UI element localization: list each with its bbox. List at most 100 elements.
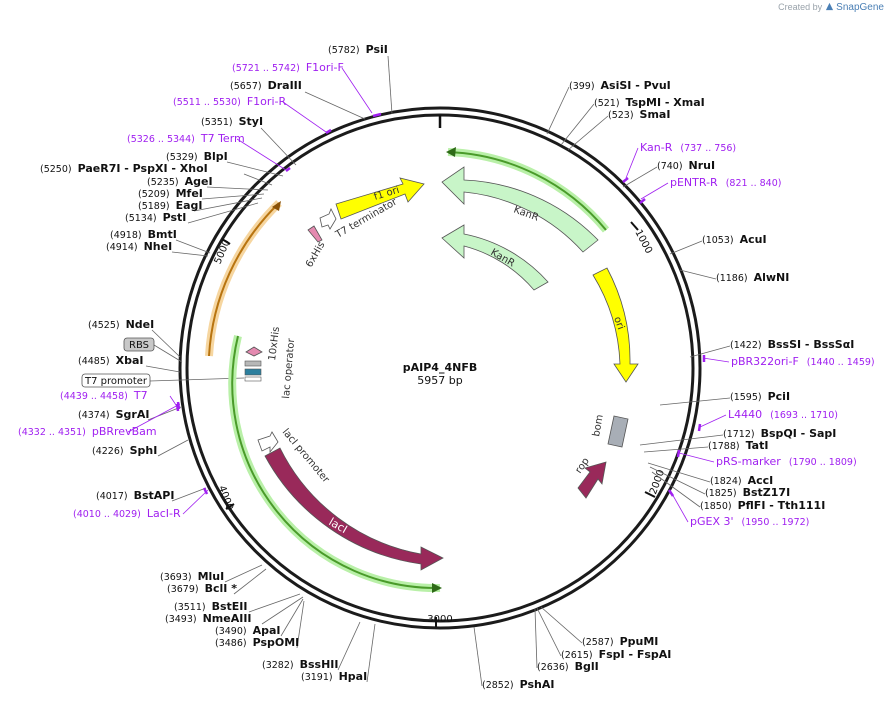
- primer-f1ori-f-mark: [372, 112, 382, 118]
- created-by-text: Created by: [778, 2, 823, 12]
- primer-kan-r-range: (737 .. 756): [680, 143, 736, 154]
- primer-pbrrevbam-mark: [176, 401, 181, 410]
- enzyme-fspi-fspai: (2615) FspI - FspAI: [561, 648, 671, 661]
- enzyme-fspi-fspai-name: FspI - FspAI: [599, 648, 672, 661]
- primer-f1ori-r-mark: [325, 128, 332, 135]
- enzyme-eagi: (5189)EagI: [138, 199, 203, 212]
- primer-f1ori-r-leader: [282, 101, 327, 133]
- enzyme-bsssi-bsss-i-position: (1422): [730, 340, 762, 351]
- enzyme-smai-position: (523): [608, 110, 634, 121]
- enzyme-pflfi-tth111i-leader: [651, 471, 701, 508]
- primer-l4440-range: (1693 .. 1710): [770, 410, 838, 421]
- enzyme-tati-position: (1788): [708, 441, 740, 452]
- enzyme-nhei-leader: [171, 251, 209, 257]
- primer-l4440-leader: [699, 414, 727, 428]
- primer-f1ori-r: (5511 .. 5530)F1ori-R: [173, 95, 286, 108]
- primer-pentr-r-leader: [640, 182, 669, 200]
- feature-6xhis: [307, 225, 323, 243]
- primer-pentr-r-name: pENTR-R: [670, 176, 718, 189]
- primer-marks: [175, 112, 706, 497]
- enzyme-xbai-name: XbaI: [116, 354, 144, 367]
- enzyme-xbai: (4485)XbaI: [78, 354, 143, 367]
- enzyme-alwni-name: AlwNI: [754, 271, 790, 284]
- enzyme-smai-name: SmaI: [640, 108, 671, 121]
- enzyme-alwni: (1186)AlwNI: [716, 271, 789, 284]
- enzyme-asisi-pvui-position: (399): [569, 81, 595, 92]
- primer-t7: (4439 .. 4458)T7: [60, 389, 148, 402]
- enzyme-sgrai: (4374)SgrAI: [78, 408, 149, 421]
- enzyme-bmti-leader: [175, 239, 211, 254]
- primer-pentr-r-mark: [639, 198, 646, 204]
- boxed-label-rbs-text: RBS: [129, 340, 149, 351]
- enzyme-styi: (5351)StyI: [201, 115, 263, 128]
- enzyme-agei-leader: [206, 186, 269, 191]
- enzyme-draiii-name: DraIII: [268, 79, 302, 92]
- enzyme-nhei-position: (4914): [106, 242, 138, 253]
- enzyme-paer7i-pspxi-xhoi-position: (5250): [40, 164, 72, 175]
- primer-prs-marker: pRS-marker(1790 .. 1809): [716, 455, 857, 468]
- primer-t7-mark: [175, 403, 180, 412]
- primer-prs-marker-name: pRS-marker: [716, 455, 781, 468]
- feature-f1-ori: [335, 177, 425, 220]
- enzyme-bspqi-sapi-name: BspQI - SapI: [761, 427, 837, 440]
- tick-label-5000: 5000: [213, 238, 233, 266]
- primer-f1ori-r-name: F1ori-R: [247, 95, 287, 108]
- label-10xhis: 10xHis: [267, 326, 282, 361]
- enzyme-agei-position: (5235): [147, 177, 179, 188]
- enzyme-fspi-fspai-position: (2615): [561, 650, 593, 661]
- primer-pbrrevbam: (4332 .. 4351)pBRrevBam: [18, 425, 157, 438]
- enzyme-bstz17i-position: (1825): [705, 488, 737, 499]
- primer-pgex-3: pGEX 3'(1950 .. 1972): [690, 515, 809, 528]
- enzyme-pspomi: (3486)PspOMI: [215, 636, 299, 649]
- primer-pgex-3-range: (1950 .. 1972): [742, 517, 810, 528]
- enzyme-draiii: (5657) DraIII: [230, 79, 302, 92]
- enzyme-bstapi: (4017)BstAPI: [96, 489, 174, 502]
- enzyme-draiii-position: (5657): [230, 81, 262, 92]
- enzyme-agei: (5235)AgeI: [147, 175, 213, 188]
- enzyme-eagi-name: EagI: [176, 199, 203, 212]
- enzyme-pcii-position: (1595): [730, 392, 762, 403]
- enzyme-xbai-leader: [145, 365, 181, 373]
- enzyme-bgli-name: BglI: [575, 660, 599, 673]
- enzyme-pcii-name: PciI: [768, 390, 790, 403]
- tick-label-3000: 3000: [427, 614, 452, 625]
- primer-t7-term-leader: [236, 138, 287, 171]
- enzyme-psti-leader: [187, 202, 259, 224]
- enzyme-ndei-name: NdeI: [126, 318, 155, 331]
- enzyme-smai-leader: [567, 115, 609, 151]
- boxed-label-t7-promoter: T7 promoter: [81, 373, 151, 388]
- orf-orange: [208, 202, 280, 357]
- enzyme-nrui: (740)NruI: [657, 159, 715, 172]
- enzyme-ppumi-name: PpuMI: [620, 635, 659, 648]
- enzyme-nmeaiii-name: NmeAIII: [203, 612, 252, 625]
- enzyme-bcli-name: BclI *: [205, 582, 238, 595]
- orf-kanr: [447, 151, 607, 231]
- tick-mark: [630, 221, 639, 231]
- enzyme-blpi-position: (5329): [166, 152, 198, 163]
- boxed-label-rbs-leader: [153, 344, 183, 363]
- enzyme-bsssi-bsss-i: (1422)BssSI - BssSαI: [730, 338, 854, 351]
- enzyme-apai: (3490)ApaI: [215, 624, 281, 637]
- primer-prs-marker-leader: [678, 452, 715, 463]
- annotation-labels: (5782)PsiI(5657)DraIII(5351)StyI(5329)Bl…: [18, 43, 875, 691]
- orf-laci-head: [432, 583, 442, 593]
- primer-f1ori-f-leader: [341, 67, 373, 114]
- enzyme-pflfi-tth111i-name: PflFI - Tth111I: [738, 499, 826, 512]
- enzyme-paer7i-pspxi-xhoi: (5250)PaeR7I - PspXI - XhoI: [40, 162, 208, 175]
- feature-rop: [577, 461, 607, 499]
- enzyme-tspmi-xmai-leader: [560, 103, 595, 146]
- enzyme-fspi-fspai-leader: [536, 607, 562, 657]
- enzyme-pshai: (2852)PshAI: [482, 678, 554, 691]
- plasmid-name: pAIP4_4NFB: [403, 361, 477, 374]
- primer-f1ori-f-name: F1ori-F: [306, 61, 344, 74]
- enzyme-ndei-position: (4525): [88, 320, 120, 331]
- primer-pbr322ori-f: pBR322ori-F(1440 .. 1459): [731, 355, 875, 368]
- orf-laci: [231, 335, 441, 590]
- enzyme-tspmi-xmai-position: (521): [594, 98, 620, 109]
- enzyme-psii-name: PsiI: [366, 43, 388, 56]
- enzyme-blpi: (5329)BlpI: [166, 150, 228, 163]
- primer-l4440-name: L4440: [728, 408, 762, 421]
- enzyme-pflfi-tth111i: (1850)PflFI - Tth111I: [700, 499, 825, 512]
- enzyme-bstapi-position: (4017): [96, 491, 128, 502]
- label-ori: ori: [611, 315, 626, 331]
